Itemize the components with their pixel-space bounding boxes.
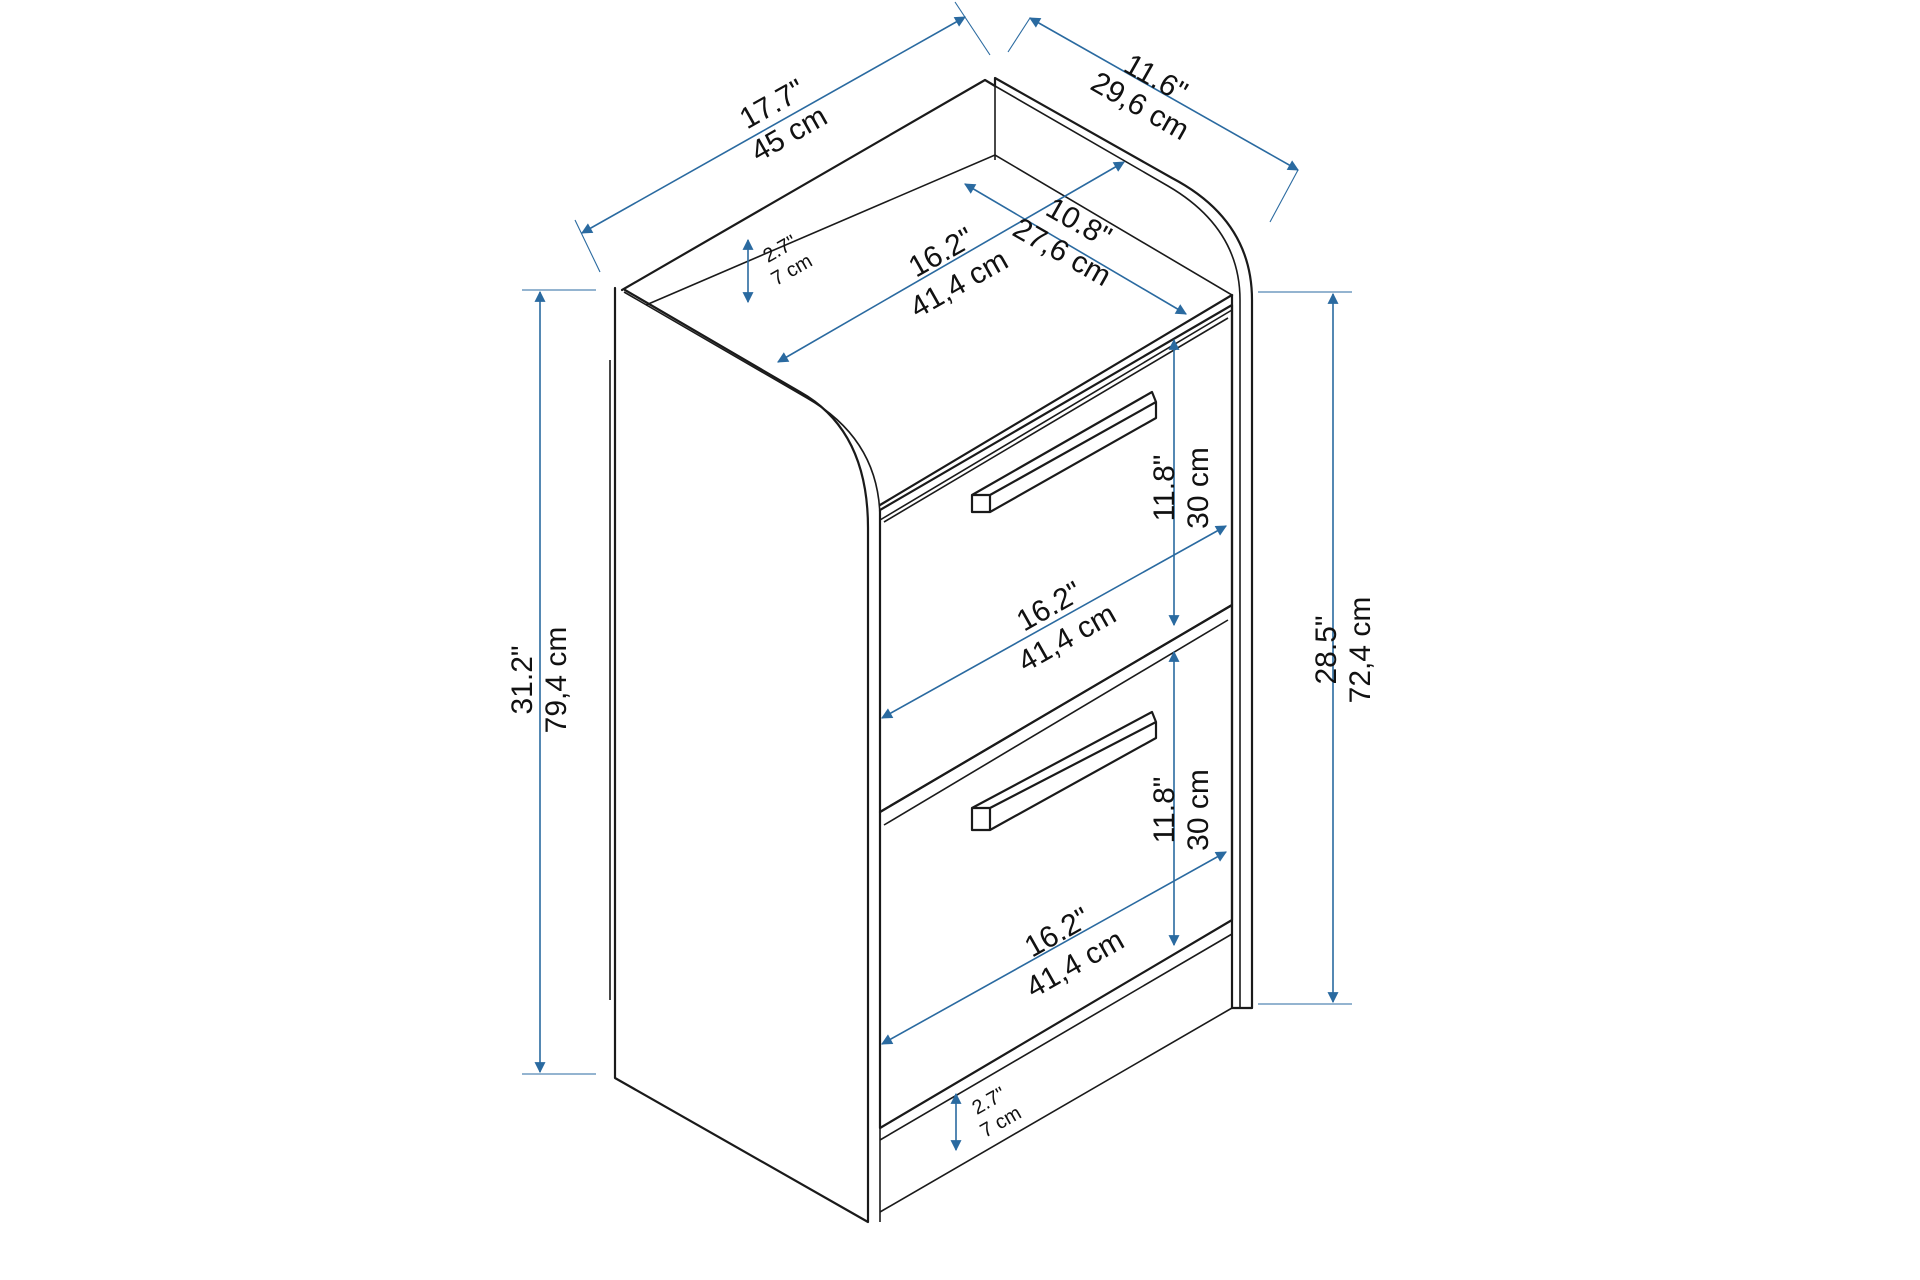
dimension-lines [522, 1, 1352, 1152]
drawer-1-front [878, 303, 1234, 814]
dim-overall-depth-line [1029, 17, 1299, 171]
dim-drawer-1-width-line [881, 525, 1227, 719]
front-frame [879, 309, 1233, 1213]
label-drawer-1-height-cm: 30 cm [1182, 447, 1215, 529]
label-overall-height-cm: 79,4 cm [540, 627, 573, 734]
side-panel-inner-edge [623, 291, 881, 1222]
drawer-2-front [878, 603, 1234, 1130]
back-panel [620, 76, 1254, 1010]
side-panel [613, 286, 870, 1224]
shelf-floor [645, 154, 1234, 506]
dimension-labels: 17.7" 45 cm 11.6" 29,6 cm 2.7" 7 cm 16.2… [506, 48, 1377, 1143]
label-drawer-1-height-in: 11.8" [1148, 455, 1181, 522]
label-drawer-2-height-in: 11.8" [1148, 777, 1181, 844]
label-body-height-cm: 72,4 cm [1344, 597, 1377, 704]
label-drawer-2-height-cm: 30 cm [1182, 769, 1215, 851]
label-body-height-in: 28.5" [1310, 615, 1343, 684]
plinth [879, 919, 1233, 1141]
dim-drawer-2-width-line [881, 851, 1227, 1045]
dim-shelf-depth-line [964, 183, 1187, 315]
drawer-2-handle [970, 710, 1158, 832]
label-overall-height-in: 31.2" [506, 645, 539, 714]
drawer-1-handle [970, 390, 1158, 514]
dim-overall-width-line [581, 16, 966, 234]
